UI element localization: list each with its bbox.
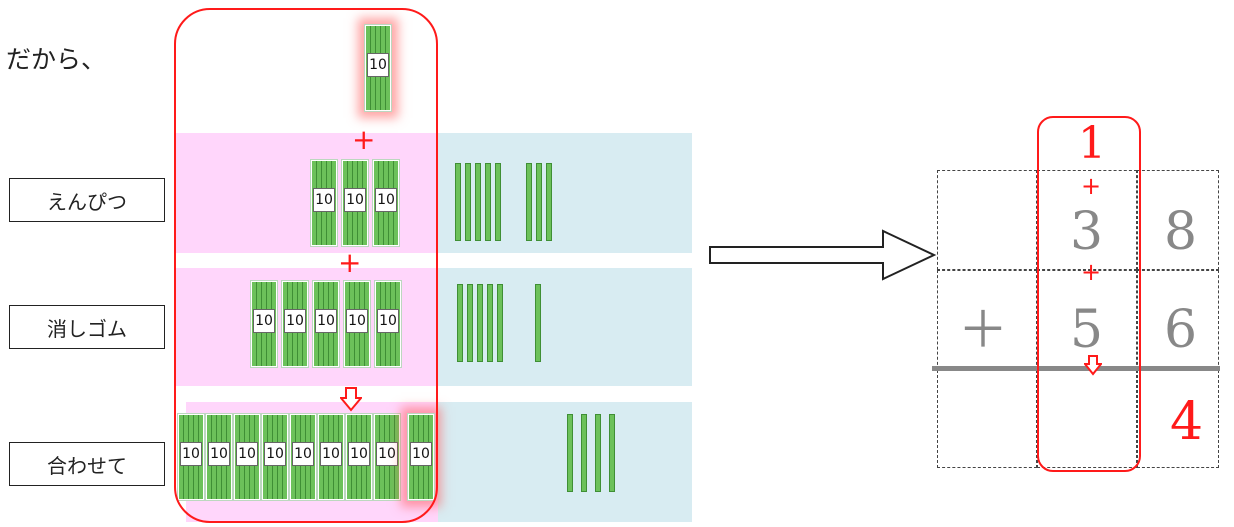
one-stick xyxy=(455,163,461,241)
ten-bundle: 10 xyxy=(364,24,392,112)
bundle-label: 10 xyxy=(375,188,397,212)
total-ones-band xyxy=(438,402,692,522)
ten-bundle: 10 xyxy=(345,413,373,501)
one-stick xyxy=(495,163,501,241)
bundle-label: 10 xyxy=(344,188,366,212)
row-label-total: 合わせて xyxy=(9,442,165,486)
tens-column-highlight xyxy=(1037,116,1141,472)
one-stick xyxy=(457,284,463,362)
bundle-label: 10 xyxy=(264,442,286,466)
bottom-ones-digit: 6 xyxy=(1164,300,1198,360)
ten-bundle: 10 xyxy=(281,280,309,368)
ten-bundle: 10 xyxy=(233,413,261,501)
row-label-eraser: 消しゴム xyxy=(9,305,165,349)
bundle-label: 10 xyxy=(253,309,275,333)
bundle-label: 10 xyxy=(292,442,314,466)
one-stick xyxy=(497,284,503,362)
one-stick xyxy=(487,284,493,362)
ten-bundle: 10 xyxy=(373,413,401,501)
carry-plus-2: + xyxy=(338,246,362,279)
one-stick xyxy=(485,163,491,241)
bundle-label: 10 xyxy=(315,309,337,333)
bundle-label: 10 xyxy=(367,53,389,77)
bundle-label: 10 xyxy=(208,442,230,466)
grid-cell xyxy=(937,370,1037,468)
one-stick xyxy=(595,414,601,492)
column-down-arrow-icon xyxy=(1084,355,1102,376)
intro-text: だから、 xyxy=(6,45,107,74)
ten-bundle: 10 xyxy=(289,413,317,501)
ten-bundle: 10 xyxy=(372,159,400,247)
sum-line xyxy=(932,366,1220,371)
top-tens-digit: 3 xyxy=(1070,202,1104,262)
column-plus-sign: ＋ xyxy=(958,301,1008,359)
ten-bundle: 10 xyxy=(317,413,345,501)
one-stick xyxy=(609,414,615,492)
bundle-label: 10 xyxy=(236,442,258,466)
one-stick xyxy=(477,284,483,362)
row-label-pencil: えんぴつ xyxy=(9,178,165,222)
bundle-label: 10 xyxy=(376,442,398,466)
bundle-label: 10 xyxy=(346,309,368,333)
bundle-label: 10 xyxy=(284,309,306,333)
bundle-label: 10 xyxy=(348,442,370,466)
ten-bundle: 10 xyxy=(177,413,205,501)
ten-bundle: 10 xyxy=(343,280,371,368)
one-stick xyxy=(526,163,532,241)
one-stick xyxy=(567,414,573,492)
bundle-label: 10 xyxy=(320,442,342,466)
ten-bundle: 10 xyxy=(261,413,289,501)
ten-bundle: 10 xyxy=(312,280,340,368)
one-stick xyxy=(546,163,552,241)
grid-cell xyxy=(937,170,1037,270)
bundle-label: 10 xyxy=(410,442,432,466)
ten-bundle: 10 xyxy=(407,413,435,501)
one-stick xyxy=(475,163,481,241)
one-stick xyxy=(535,284,541,362)
top-ones-digit: 8 xyxy=(1164,202,1198,262)
ten-bundle: 10 xyxy=(374,280,402,368)
tens-highlight-frame xyxy=(174,8,438,523)
one-stick xyxy=(581,414,587,492)
ten-bundle: 10 xyxy=(310,159,338,247)
one-stick xyxy=(536,163,542,241)
bundle-label: 10 xyxy=(377,309,399,333)
one-stick xyxy=(467,284,473,362)
carry-plus-mid: + xyxy=(1081,258,1102,286)
down-arrow-icon xyxy=(340,387,362,412)
carry-plus-1: + xyxy=(352,123,376,156)
right-arrow-icon xyxy=(709,229,937,281)
bottom-tens-digit: 5 xyxy=(1070,300,1104,360)
one-stick xyxy=(465,163,471,241)
grid-cell xyxy=(1137,170,1219,270)
ten-bundle: 10 xyxy=(205,413,233,501)
bundle-label: 10 xyxy=(313,188,335,212)
bundle-label: 10 xyxy=(180,442,202,466)
result-ones-digit: 4 xyxy=(1170,392,1204,452)
ten-bundle: 10 xyxy=(341,159,369,247)
ten-bundle: 10 xyxy=(250,280,278,368)
carry-plus-top: + xyxy=(1081,172,1102,200)
carry-digit: 1 xyxy=(1078,118,1106,169)
